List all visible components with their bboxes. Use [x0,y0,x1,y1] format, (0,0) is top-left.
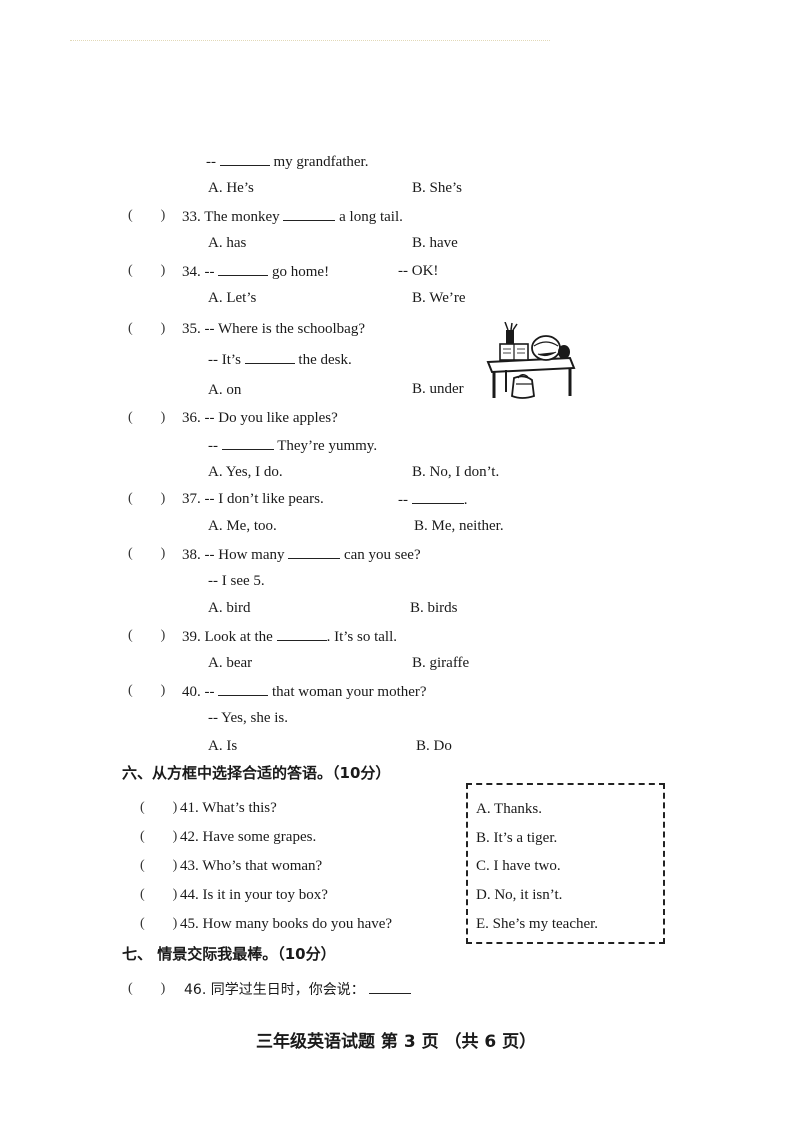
q36-blank[interactable] [221,436,274,450]
answer-choice-box [466,783,665,944]
q44-answer-paren[interactable]: ( ) [140,887,178,902]
q39-answer-paren[interactable]: ( ) [128,628,166,643]
section7-title: 七、 情景交际我最棒。（10分） [122,945,336,963]
q42-question: 42. Have some grapes. [180,829,317,845]
q35-blank[interactable] [244,350,295,364]
q37-answer-paren[interactable]: ( ) [128,491,166,506]
q44-question: 44. Is it in your toy box? [180,887,328,903]
q38-option-b[interactable]: B. birds [410,600,458,616]
answer-choice-c: C. I have two. [476,858,561,874]
q36-answer-paren[interactable]: ( ) [128,410,166,425]
q46-answer-paren[interactable]: ( ) [128,981,166,996]
q35-option-b[interactable]: B. under [412,381,464,397]
q34-question: 34. -- go home! [182,262,330,280]
page-footer: 三年级英语试题 第 3 页 （共 6 页） [256,1032,537,1052]
q37-question: 37. -- I don’t like pears. [182,491,324,507]
q33-option-a[interactable]: A. has [208,235,247,251]
q36-question: 36. -- Do you like apples? [182,410,338,426]
q39-blank[interactable] [276,627,327,641]
q35-line2: -- It’s the desk. [208,350,352,368]
q32-line: -- my grandfather. [206,152,368,171]
schoolbag-under-desk-illustration [486,322,576,399]
q36-option-b[interactable]: B. No, I don’t. [412,464,500,480]
q35-option-a[interactable]: A. on [208,382,242,398]
q32-blank[interactable] [219,152,270,166]
q39-option-a[interactable]: A. bear [208,655,253,671]
q34-option-b[interactable]: B. We’re [412,290,466,306]
q46-question: 46. 同学过生日时，你会说： [184,979,412,999]
scan-artifact-dots [70,40,550,45]
q32-rest: my grandfather. [273,154,369,170]
q38-answer-paren[interactable]: ( ) [128,546,166,561]
answer-choice-b: B. It’s a tiger. [476,830,558,846]
q36-option-a[interactable]: A. Yes, I do. [208,464,283,480]
answer-choice-d: D. No, it isn’t. [476,887,563,903]
q40-line2: -- Yes, she is. [208,710,289,726]
q32-prefix: -- [206,154,216,170]
section6-title: 六、从方框中选择合适的答语。（10分） [122,764,391,782]
q40-answer-paren[interactable]: ( ) [128,683,166,698]
q46-blank[interactable] [369,980,412,994]
q34-option-a[interactable]: A. Let’s [208,290,257,306]
q39-option-b[interactable]: B. giraffe [412,655,470,671]
q33-answer-paren[interactable]: ( ) [128,208,166,223]
q39-question: 39. Look at the . It’s so tall. [182,627,397,645]
q45-question: 45. How many books do you have? [180,916,393,932]
q32-option-a[interactable]: A. He’s [208,180,254,196]
q33-question: 33. The monkey a long tail. [182,207,403,225]
q35-answer-paren[interactable]: ( ) [128,321,166,336]
q37-option-b[interactable]: B. Me, neither. [414,518,504,534]
q38-blank[interactable] [288,545,341,559]
q40-option-b[interactable]: B. Do [416,738,452,754]
q43-answer-paren[interactable]: ( ) [140,858,178,873]
q32-option-b[interactable]: B. She’s [412,180,463,196]
q41-question: 41. What’s this? [180,800,277,816]
q42-answer-paren[interactable]: ( ) [140,829,178,844]
q34-blank[interactable] [218,262,269,276]
q40-question: 40. -- that woman your mother? [182,682,427,700]
q37-reply: -- . [398,490,468,508]
q40-option-a[interactable]: A. Is [208,738,238,754]
q34-answer-paren[interactable]: ( ) [128,263,166,278]
q33-option-b[interactable]: B. have [412,235,458,251]
answer-choice-a: A. Thanks. [476,801,542,817]
q38-line2: -- I see 5. [208,573,265,589]
q37-blank[interactable] [411,490,464,504]
q34-reply: -- OK! [398,263,439,279]
q40-blank[interactable] [218,682,269,696]
q41-answer-paren[interactable]: ( ) [140,800,178,815]
q38-question: 38. -- How many can you see? [182,545,421,563]
q33-blank[interactable] [283,207,336,221]
q36-line2: -- They’re yummy. [208,436,378,454]
q38-option-a[interactable]: A. bird [208,600,251,616]
q37-option-a[interactable]: A. Me, too. [208,518,277,534]
q45-answer-paren[interactable]: ( ) [140,916,178,931]
q35-question: 35. -- Where is the schoolbag? [182,321,365,337]
answer-choice-e: E. She’s my teacher. [476,916,599,932]
q43-question: 43. Who’s that woman? [180,858,323,874]
